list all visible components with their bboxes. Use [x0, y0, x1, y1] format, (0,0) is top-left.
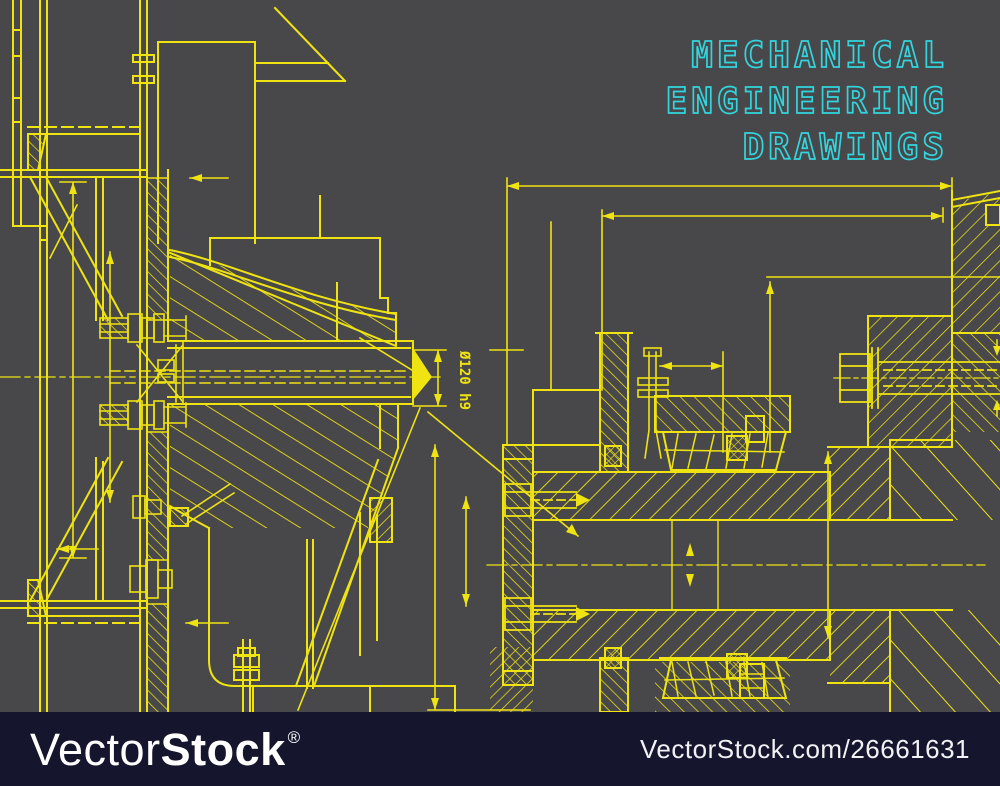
title-block: MECHANICAL ENGINEERING DRAWINGS [665, 34, 948, 169]
footer-url: VectorStock.com/26661631 [640, 733, 970, 764]
title-line-1: MECHANICAL [691, 35, 948, 76]
title-line-2: ENGINEERING [666, 81, 948, 122]
dimension-label: Ø120 h9 [456, 350, 472, 410]
left-assembly-drawing [0, 0, 456, 712]
title-line-3: DRAWINGS [743, 127, 948, 168]
blueprint-canvas: Ø120 h9 MECHANICAL ENGINEERING DRAWINGS [0, 0, 1000, 712]
registered-mark: ® [287, 727, 301, 747]
right-assembly-drawing [486, 189, 1000, 712]
brand-light-text: Vector [30, 723, 161, 775]
dimension-lines [48, 177, 1000, 712]
brand-bold-text: Stock [160, 723, 286, 775]
blueprint-drawing: Ø120 h9 MECHANICAL ENGINEERING DRAWINGS [0, 0, 1000, 712]
